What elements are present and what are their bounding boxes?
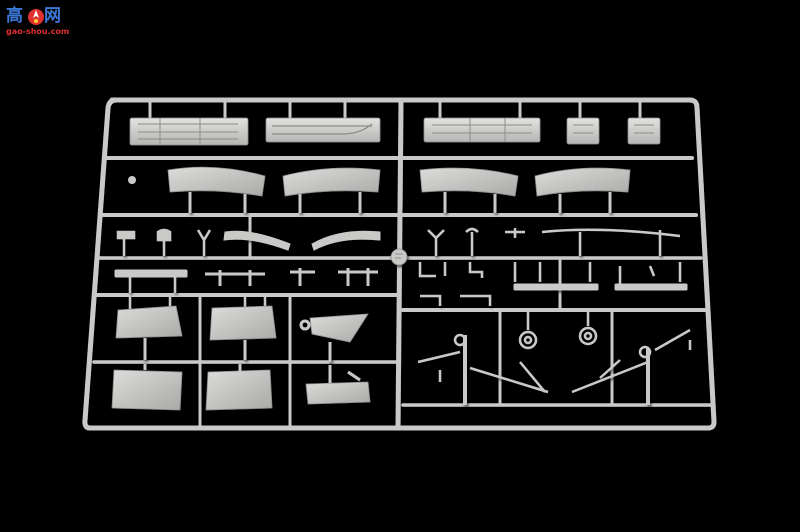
gun-parts-right xyxy=(417,227,692,405)
fender-parts xyxy=(128,166,631,213)
sprue-frame xyxy=(82,97,717,431)
watermark-char-1: 高 xyxy=(6,6,24,26)
hull-floor-parts xyxy=(129,117,661,146)
watermark-url: gao-shou.com xyxy=(6,27,70,36)
sprue-tag xyxy=(390,248,408,266)
watermark-title: 高网 xyxy=(6,6,62,26)
rocket-emblem-icon xyxy=(28,9,44,25)
shield-plates xyxy=(111,305,371,411)
watermark-char-3: 网 xyxy=(44,6,62,26)
watermark-logo: 高网 手 gao-shou.com xyxy=(6,6,72,40)
small-parts-left xyxy=(114,228,381,310)
